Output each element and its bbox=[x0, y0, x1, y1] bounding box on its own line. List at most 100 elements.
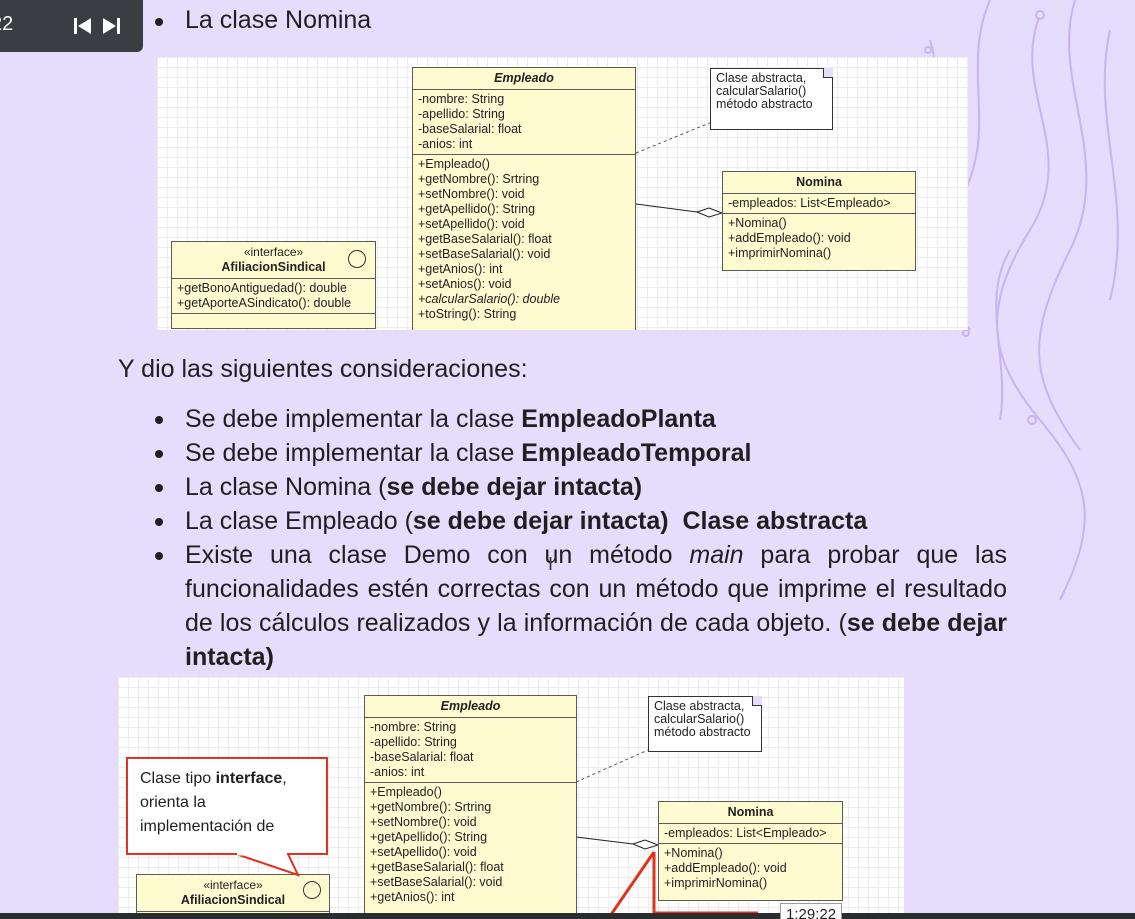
item-bold: se debe dejar intacta) bbox=[185, 609, 1007, 671]
method: +setNombre(): void bbox=[370, 815, 477, 829]
methods-section: +Empleado() +getNombre(): Srtring +setNo… bbox=[365, 783, 576, 907]
item-text: La clase Nomina ( bbox=[185, 473, 387, 501]
callout-text: Clase tipo bbox=[140, 770, 216, 787]
method: +setApellido(): void bbox=[370, 845, 477, 859]
callout-interface-note: Clase tipo interface, orienta la impleme… bbox=[126, 757, 328, 855]
item-text: para probar que las funcionalidades esté… bbox=[185, 541, 1007, 637]
method: +getApellido(): String bbox=[418, 202, 536, 216]
class-title: Nomina bbox=[723, 172, 915, 194]
note-line: Clase abstracta, bbox=[716, 71, 807, 85]
list-item: La clase Empleado (se debe dejar intacta… bbox=[152, 504, 1012, 538]
callout-line: orienta la bbox=[140, 794, 206, 811]
item-bold: EmpleadoPlanta bbox=[521, 405, 716, 433]
note-line: método abstracto bbox=[654, 725, 751, 739]
item-bold: se debe dejar intacta) bbox=[386, 473, 643, 501]
attribute: -baseSalarial: float bbox=[370, 750, 474, 764]
callout-line: implementación de bbox=[140, 818, 275, 835]
method: +imprimirNomina() bbox=[728, 246, 832, 260]
method: +setApellido(): void bbox=[418, 217, 525, 231]
class-title: Empleado bbox=[365, 696, 576, 718]
slide-navigator: 22 bbox=[0, 0, 143, 52]
bullet-dot bbox=[155, 18, 163, 26]
item-text: Se debe implementar la clase bbox=[185, 439, 522, 467]
method: +imprimirNomina() bbox=[664, 876, 768, 890]
uml-diagram-1: Empleado -nombre: String -apellido: Stri… bbox=[157, 57, 968, 330]
list-item: Se debe implementar la clase EmpleadoPla… bbox=[152, 402, 1012, 436]
attributes-section: -empleados: List<Empleado> bbox=[659, 824, 842, 844]
method: +Empleado() bbox=[370, 785, 442, 799]
stereotype: «interface» bbox=[243, 245, 304, 259]
interface-title: AfiliacionSindical bbox=[221, 260, 326, 274]
text-cursor-icon: I bbox=[548, 554, 554, 574]
previous-slide-button[interactable] bbox=[72, 15, 94, 37]
method: +Empleado() bbox=[418, 157, 490, 171]
method: +getBaseSalarial(): float bbox=[418, 232, 552, 246]
list-item: Existe una clase Demo con un método main… bbox=[152, 538, 1007, 674]
attribute: -apellido: String bbox=[370, 735, 457, 749]
callout-text: , bbox=[282, 770, 287, 787]
method: +addEmpleado(): void bbox=[728, 231, 851, 245]
list-item: La clase Nomina (se debe dejar intacta) bbox=[152, 470, 1012, 504]
video-progress-bar[interactable] bbox=[0, 913, 1135, 919]
methods-section: +Nomina() +addEmpleado(): void +imprimir… bbox=[659, 844, 842, 893]
method: +getAporteASindicato(): double bbox=[177, 296, 352, 310]
note-line: método abstracto bbox=[716, 97, 813, 111]
attribute: -empleados: List<Empleado> bbox=[728, 196, 891, 210]
class-empleado[interactable]: Empleado -nombre: String -apellido: Stri… bbox=[364, 695, 577, 919]
class-nomina[interactable]: Nomina -empleados: List<Empleado> +Nomin… bbox=[658, 801, 843, 901]
attribute: -empleados: List<Empleado> bbox=[664, 826, 827, 840]
note-line: Clase abstracta, bbox=[654, 699, 745, 713]
interface-circle-icon bbox=[348, 250, 366, 268]
item-italic: main bbox=[689, 541, 744, 569]
attributes-section: -nombre: String -apellido: String -baseS… bbox=[365, 718, 576, 783]
video-timestamp: 1:29:22 bbox=[780, 903, 843, 919]
top-bullet-text: La clase Nomina bbox=[185, 6, 372, 34]
bullet-dot bbox=[155, 450, 163, 458]
interface-header: «interface» AfiliacionSindical bbox=[137, 875, 329, 912]
method: +Nomina() bbox=[664, 846, 723, 860]
method: +getAnios(): int bbox=[370, 890, 455, 904]
method: +addEmpleado(): void bbox=[664, 861, 787, 875]
attribute: -nombre: String bbox=[370, 720, 457, 734]
item-text: Existe una clase Demo con un método bbox=[185, 541, 690, 569]
methods-section: +getBonoAntiguedad(): double +getAporteA… bbox=[172, 279, 375, 314]
callout-line: Clase tipo interface, bbox=[140, 767, 314, 791]
note-fold bbox=[752, 696, 762, 706]
item-bold: se debe dejar intacta) bbox=[412, 507, 669, 535]
method: +setNombre(): void bbox=[418, 187, 525, 201]
attribute: -anios: int bbox=[418, 137, 473, 151]
class-title: Nomina bbox=[659, 802, 842, 824]
method: +getBaseSalarial(): float bbox=[370, 860, 504, 874]
interface-afiliacion-sindical[interactable]: «interface» AfiliacionSindical bbox=[136, 874, 330, 919]
note-abstract-class: Clase abstracta, calcularSalario() métod… bbox=[648, 696, 762, 752]
item-text: Se debe implementar la clase bbox=[185, 405, 522, 433]
attribute: -anios: int bbox=[370, 765, 425, 779]
note-line: calcularSalario() bbox=[654, 712, 745, 726]
class-empleado[interactable]: Empleado -nombre: String -apellido: Stri… bbox=[412, 67, 636, 330]
stereotype: «interface» bbox=[203, 878, 263, 892]
item-text: La clase Empleado ( bbox=[185, 507, 413, 535]
attributes-section: -nombre: String -apellido: String -baseS… bbox=[413, 90, 635, 155]
interface-title: AfiliacionSindical bbox=[180, 893, 286, 907]
considerations-list: Se debe implementar la clase EmpleadoPla… bbox=[152, 402, 1012, 674]
methods-section: +Empleado() +getNombre(): Srtring +setNo… bbox=[413, 155, 635, 324]
next-slide-button[interactable] bbox=[100, 15, 122, 37]
abstract-method: +calcularSalario(): double bbox=[418, 292, 561, 306]
method: +setBaseSalarial(): void bbox=[370, 875, 503, 889]
interface-circle-icon bbox=[303, 881, 321, 899]
item-bold: Clase abstracta bbox=[668, 507, 868, 535]
item-bold: EmpleadoTemporal bbox=[521, 439, 752, 467]
attribute: -apellido: String bbox=[418, 107, 505, 121]
considerations-intro: Y dio las siguientes consideraciones: bbox=[118, 355, 528, 383]
class-nomina[interactable]: Nomina -empleados: List<Empleado> +Nomin… bbox=[722, 171, 916, 271]
interface-afiliacion-sindical[interactable]: «interface» AfiliacionSindical +getBonoA… bbox=[171, 241, 376, 329]
skip-previous-icon bbox=[74, 18, 91, 34]
method: +getApellido(): String bbox=[370, 830, 488, 844]
method: +toString(): String bbox=[418, 307, 517, 321]
method: +setAnios(): void bbox=[418, 277, 512, 291]
bullet-dot bbox=[155, 484, 163, 492]
uml-diagram-2: Empleado -nombre: String -apellido: Stri… bbox=[118, 677, 904, 919]
class-title: Empleado bbox=[413, 68, 635, 90]
note-fold bbox=[823, 68, 833, 78]
